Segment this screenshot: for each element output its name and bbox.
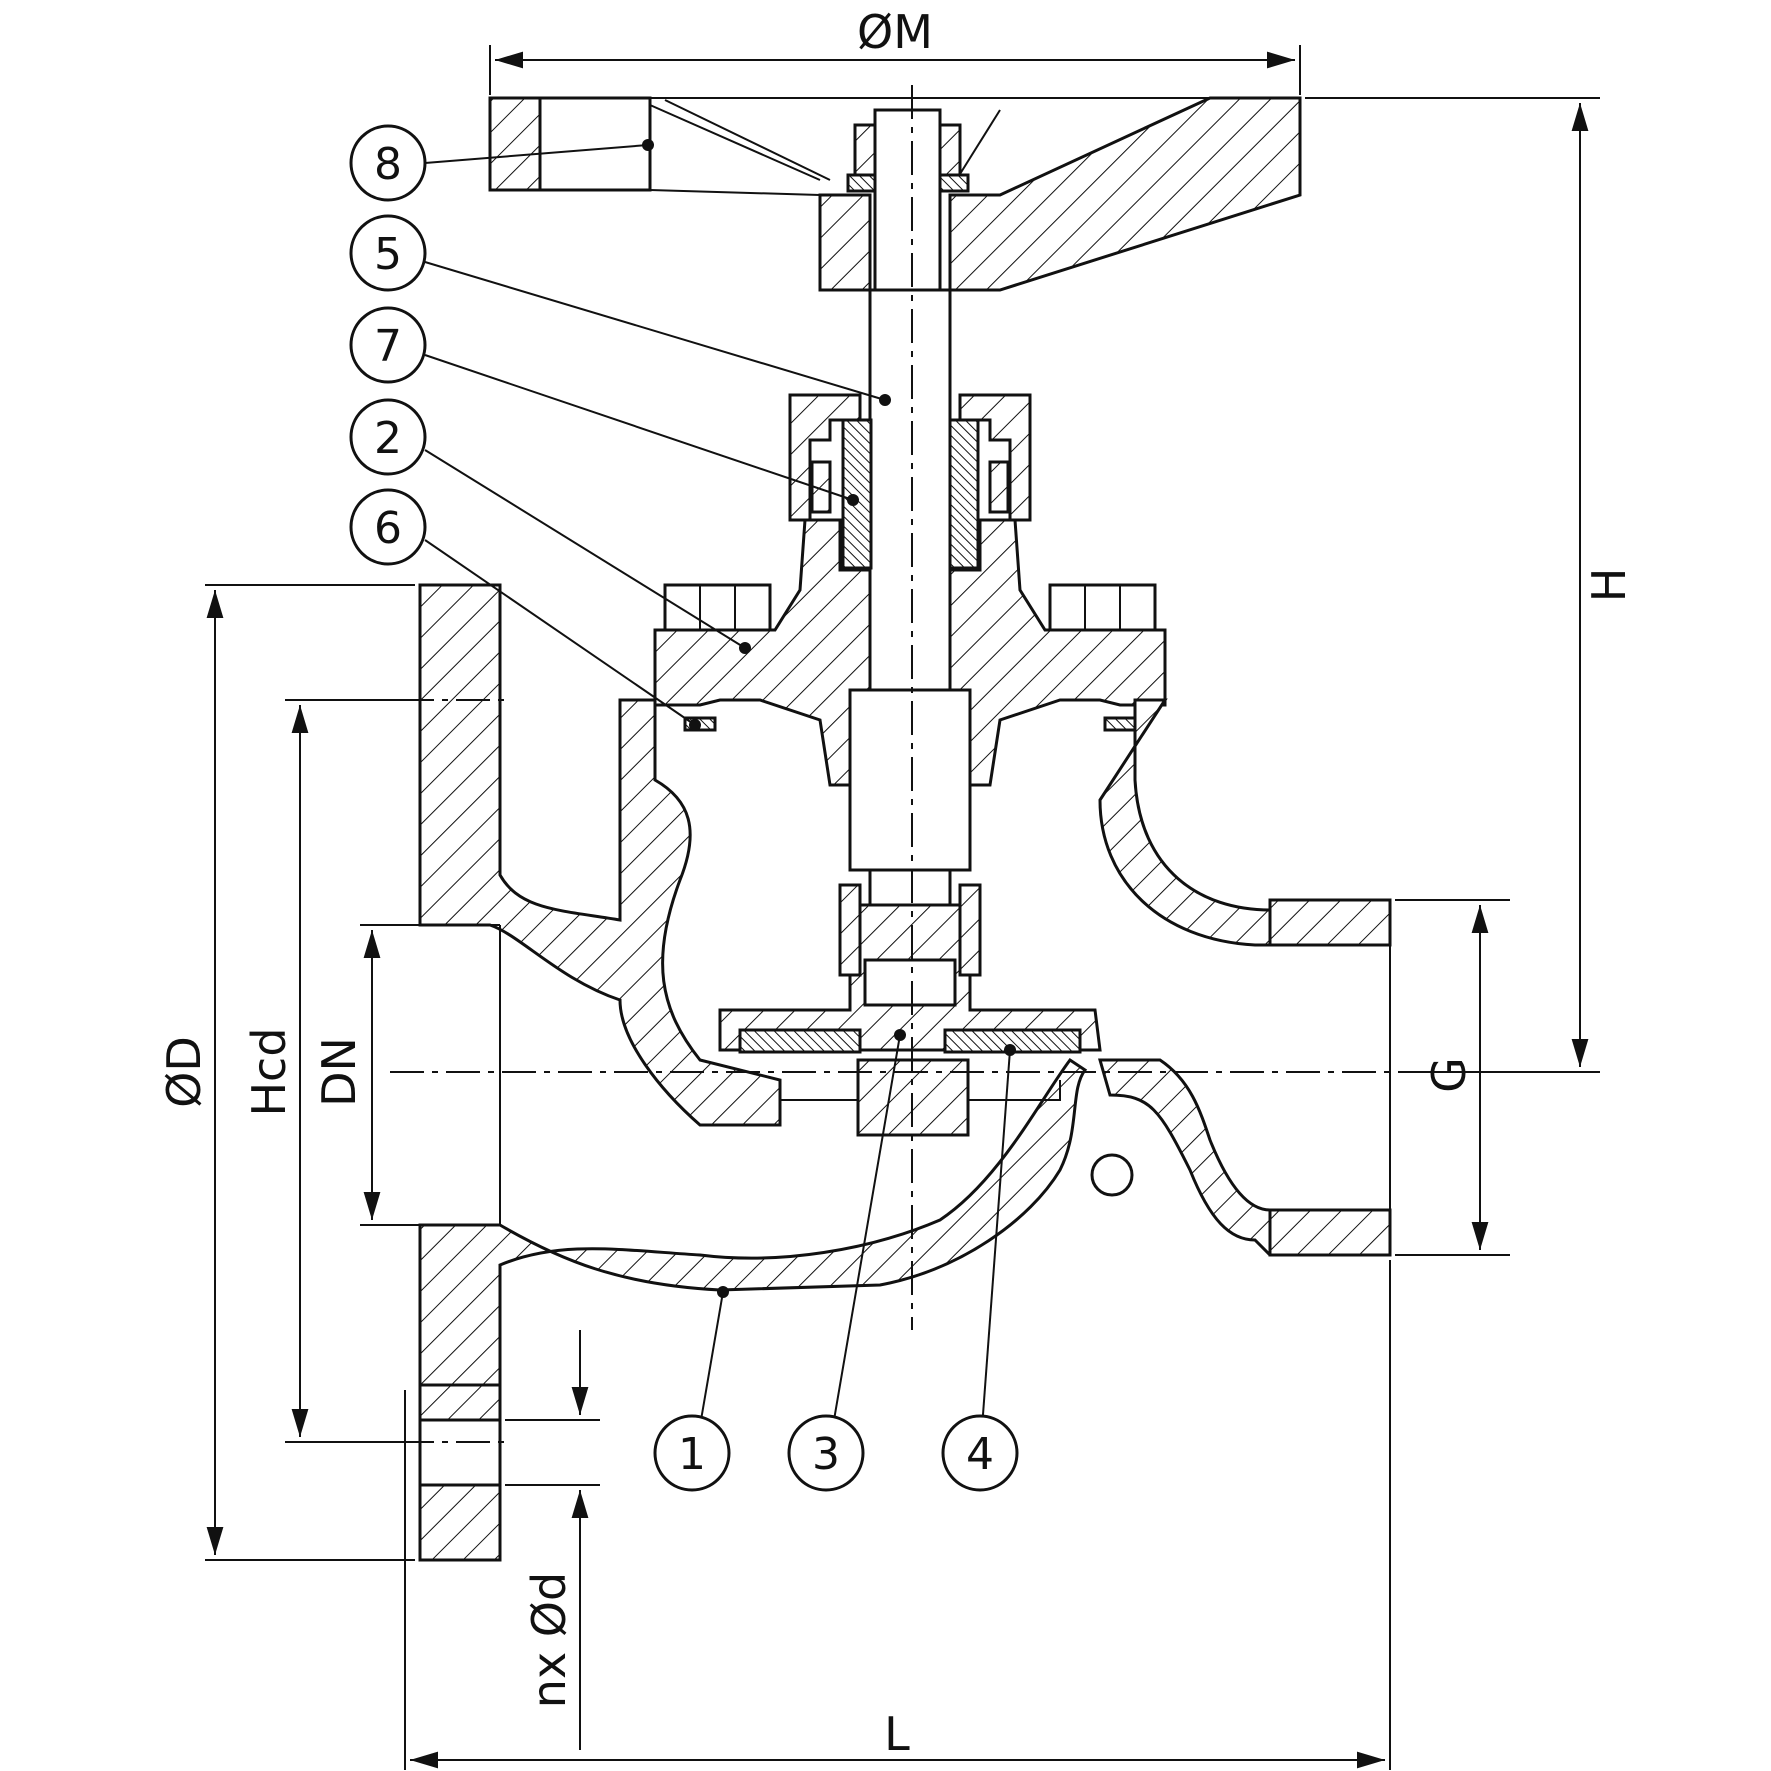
callout-2-label: 2: [374, 413, 402, 464]
centre-lines: [390, 85, 1400, 1443]
callout-3: 3: [787, 1414, 865, 1492]
dim-thread: G: [1422, 1057, 1476, 1093]
callout-8-label: 8: [374, 139, 402, 190]
dim-nominal-diameter: DN: [312, 1037, 366, 1107]
callout-2: 2: [349, 398, 427, 476]
dim-length: L: [884, 1707, 910, 1761]
dim-height: H: [1582, 568, 1636, 603]
callout-leaders: [424, 139, 1016, 1456]
callout-4: 4: [941, 1414, 1019, 1492]
dim-bolt-holes: nx Ød: [522, 1572, 576, 1708]
gland-packing: [788, 393, 1032, 570]
bonnet: [653, 518, 1167, 787]
callout-1: 1: [653, 1414, 731, 1492]
callout-3-label: 3: [812, 1429, 840, 1480]
dim-handwheel-diameter: ØM: [857, 5, 933, 59]
callout-7: 7: [349, 306, 427, 384]
dim-bolt-circle: Hcd: [242, 1027, 296, 1116]
callout-1-label: 1: [678, 1429, 706, 1480]
callout-5-label: 5: [374, 229, 402, 280]
callout-6-label: 6: [374, 503, 402, 554]
callout-6: 6: [349, 488, 427, 566]
valve-disc: [718, 883, 1102, 1137]
dimension-lines: [205, 45, 1600, 1770]
dim-flange-diameter: ØD: [157, 1036, 211, 1108]
handwheel: [488, 96, 1302, 297]
callout-7-label: 7: [374, 321, 402, 372]
callout-8: 8: [349, 124, 427, 202]
seat-insert: [738, 1028, 1082, 1054]
callout-4-label: 4: [966, 1429, 994, 1480]
callout-5: 5: [349, 214, 427, 292]
